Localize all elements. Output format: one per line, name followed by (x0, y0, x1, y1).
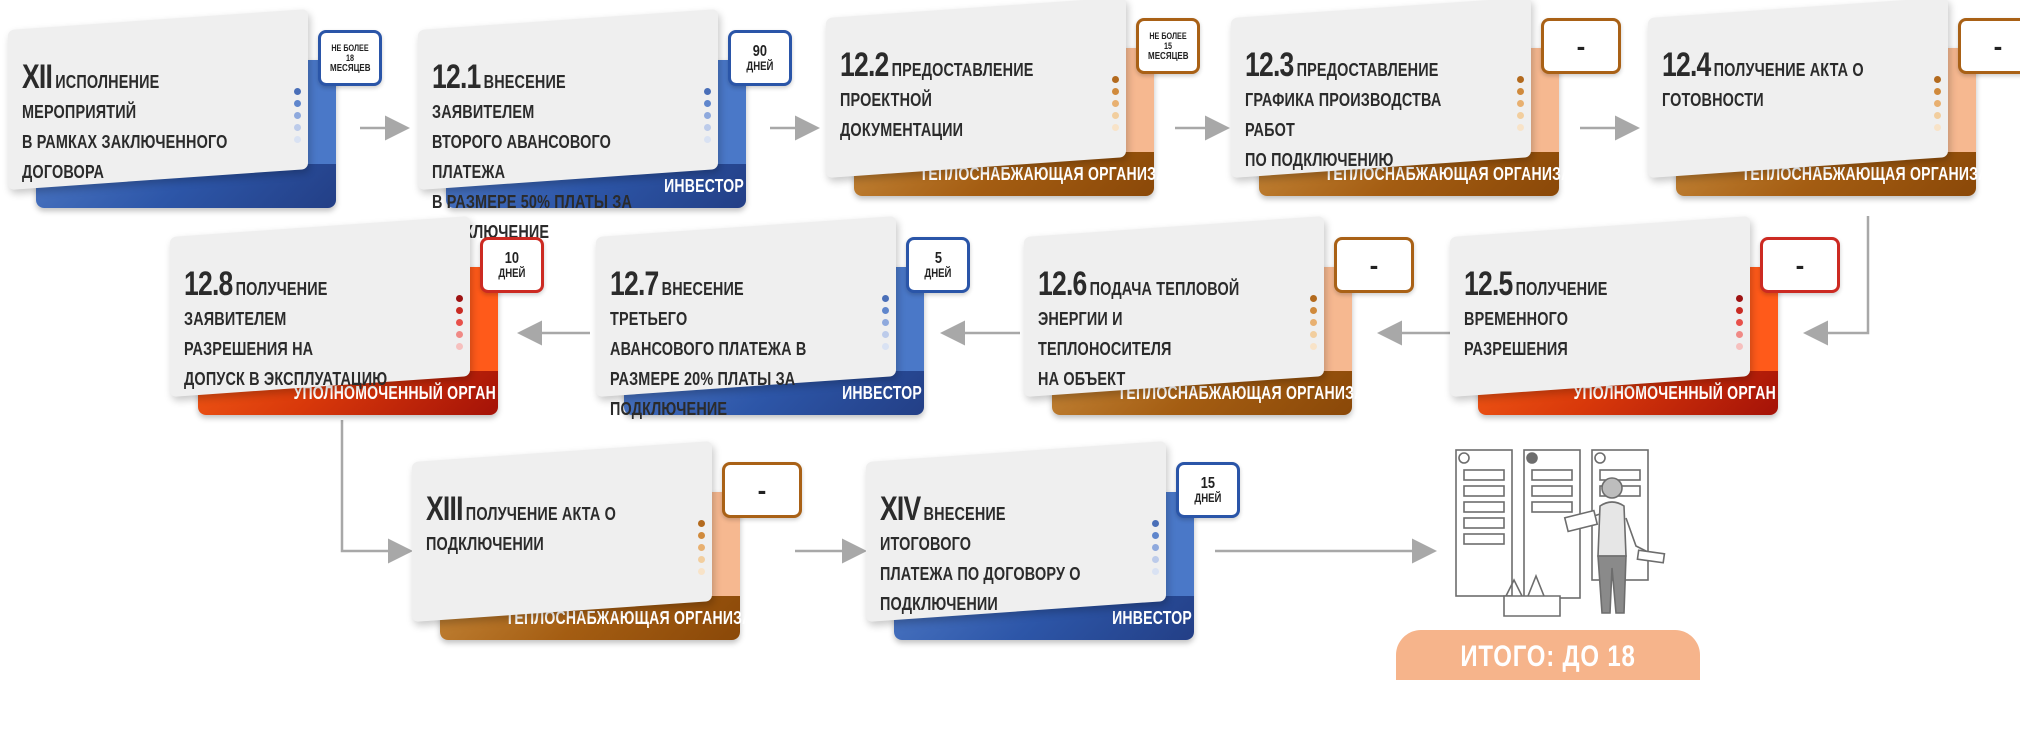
duration-badge: - (1541, 18, 1621, 74)
dots-decoration (882, 295, 890, 355)
performer-label: ТЕПЛОСНАБЖАЮЩАЯ ОРГАНИЗАЦИЯ (1324, 164, 1603, 184)
dots-decoration (1736, 295, 1744, 355)
total-label: ИТОГО: ДО 18 МЕСЯЦЕВ (1460, 640, 1636, 727)
arrow-128-xiii (340, 420, 413, 564)
person-head (1601, 477, 1623, 499)
performer-label: ТЕПЛОСНАБЖАЮЩАЯ ОРГАНИЗАЦИЯ (1117, 383, 1396, 403)
step-number: 12.3 (1245, 46, 1294, 84)
step-number: 12.7 (610, 265, 659, 303)
performer-label: ТЕПЛОСНАБЖАЮЩАЯ ОРГАНИЗАЦИЯ (1741, 164, 2020, 184)
dots-decoration (704, 88, 712, 148)
performer-label: ТЕПЛОСНАБЖАЮЩАЯ ОРГАНИЗАЦИЯ (505, 608, 784, 628)
dot-icon (1526, 452, 1538, 464)
performer-label: ТЕПЛОСНАБЖАЮЩАЯ ОРГАНИЗАЦИЯ (919, 164, 1198, 184)
step-number: 12.1 (432, 58, 481, 96)
step-number: 12.4 (1662, 46, 1711, 84)
box-icon (1503, 595, 1561, 617)
step-number: XII (22, 58, 53, 96)
performer-label: ИНВЕСТОР (1112, 608, 1192, 628)
dots-decoration (698, 520, 706, 580)
performer-label: УПОЛНОМОЧЕННЫЙ ОРГАН (293, 383, 496, 403)
circle-icon (1458, 452, 1470, 464)
performer-label: ИНВЕСТОР (842, 383, 922, 403)
dots-decoration (456, 295, 464, 355)
performer-label: ИНВЕСТОР (664, 176, 744, 196)
step-number: 12.2 (840, 46, 889, 84)
total-duration-banner: ИТОГО: ДО 18 МЕСЯЦЕВ (1396, 630, 1700, 727)
flow-arrows (340, 115, 1870, 564)
arrow-124-125 (1803, 216, 1870, 346)
dots-decoration (1112, 76, 1120, 136)
dots-decoration (1152, 520, 1160, 580)
dots-decoration (1934, 76, 1942, 136)
step-number: 12.5 (1464, 265, 1513, 303)
duration-badge: - (1760, 237, 1840, 293)
duration-badge: - (722, 462, 802, 518)
performer-label: УПОЛНОМОЧЕННЫЙ ОРГАН (1573, 383, 1776, 403)
duration-badge: - (1334, 237, 1414, 293)
step-number: 12.8 (184, 265, 233, 303)
step-number: 12.6 (1038, 265, 1087, 303)
dots-decoration (1310, 295, 1318, 355)
duration-badge: - (1958, 18, 2020, 74)
step-number: XIV (880, 490, 921, 528)
worker-illustration (1455, 449, 1666, 617)
check-icon (1594, 452, 1606, 464)
dots-decoration (1517, 76, 1525, 136)
step-number: XIII (426, 490, 463, 528)
dots-decoration (294, 88, 302, 148)
